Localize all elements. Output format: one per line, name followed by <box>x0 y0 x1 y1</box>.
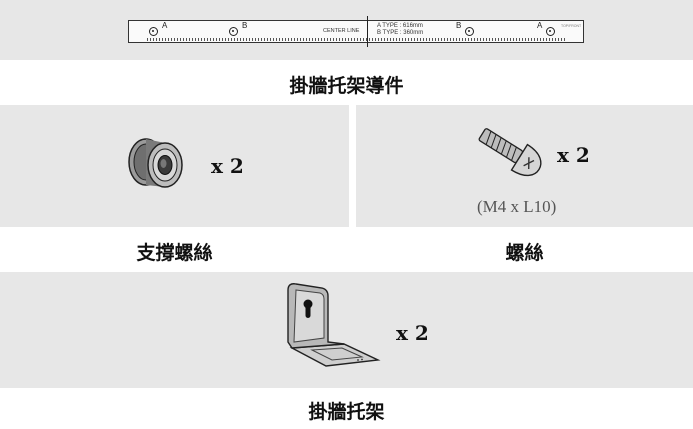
wall-bracket-illustration <box>287 283 381 367</box>
bracket-panel: x 2 <box>0 272 693 388</box>
hole-b-right <box>465 27 474 36</box>
spacer-illustration <box>128 138 183 188</box>
bracket-caption: 掛牆托架 <box>308 401 385 423</box>
screw-panel: x 2 (M4 x L10) <box>356 105 693 227</box>
type-b-label: B TYPE : 360mm <box>377 30 424 36</box>
ruler-ticks <box>147 38 565 41</box>
wall-mount-guide-caption: 掛牆托架導件 <box>289 75 404 97</box>
wall-mount-guide-panel: A B CENTER LINE A TYPE : 616mm B TYPE : … <box>0 0 693 60</box>
center-line-mark <box>367 16 368 47</box>
hole-b-left <box>229 27 238 36</box>
hole-label: A <box>537 21 543 30</box>
hole-a-left <box>149 27 158 36</box>
screw-quantity: x 2 <box>557 143 590 167</box>
spacer-quantity: x 2 <box>211 154 244 178</box>
wall-mount-guide-ruler: A B CENTER LINE A TYPE : 616mm B TYPE : … <box>128 16 584 47</box>
corner-mark: TOP/FRONT <box>561 24 582 28</box>
spacer-panel: x 2 <box>0 105 349 227</box>
screw-spec: (M4 x L10) <box>477 197 557 216</box>
hole-label: B <box>456 21 462 30</box>
hole-label: B <box>242 21 248 30</box>
center-line-label: CENTER LINE <box>323 28 360 34</box>
screw-caption: 螺絲 <box>505 242 544 264</box>
bracket-quantity: x 2 <box>396 321 429 345</box>
type-a-label: A TYPE : 616mm <box>377 23 423 29</box>
hole-a-right <box>546 27 555 36</box>
hole-label: A <box>162 21 168 30</box>
spacer-caption: 支撐螺絲 <box>136 242 213 264</box>
screw-illustration <box>478 128 542 177</box>
